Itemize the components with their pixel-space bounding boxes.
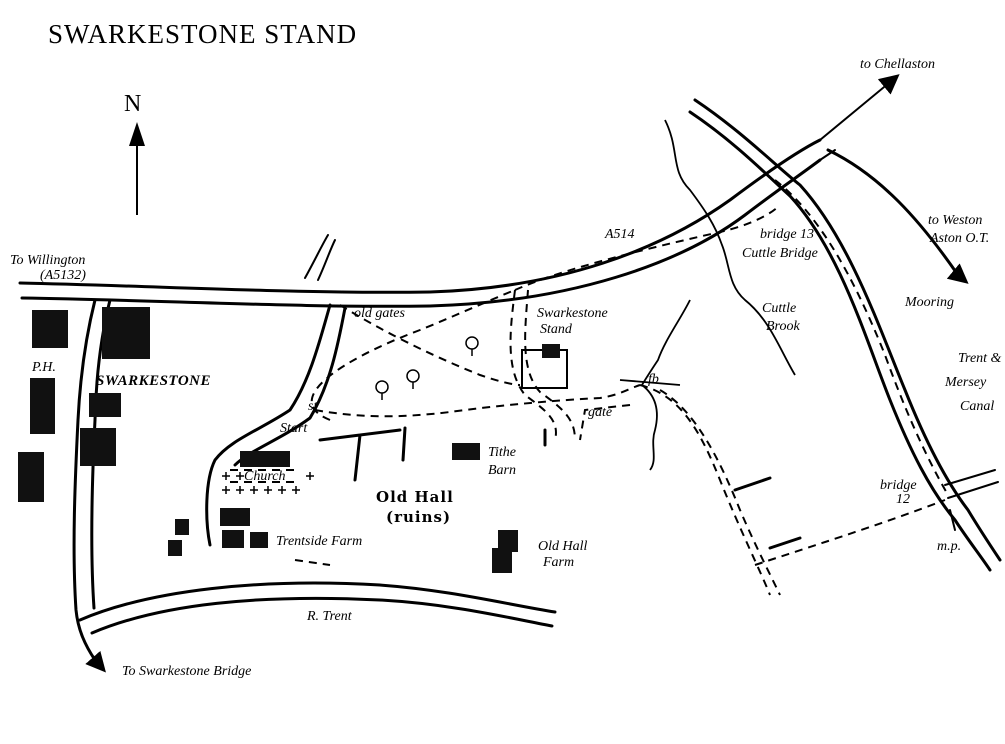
bridge12-label: bridge: [880, 478, 917, 493]
fb-label: fb: [648, 372, 659, 387]
old-hall-walls: [318, 426, 547, 482]
old-hall-label: Old Hall: [376, 488, 454, 506]
mooring-label: Mooring: [904, 295, 954, 310]
start-label: Start: [280, 421, 308, 436]
ruins-label: (ruins): [386, 508, 451, 526]
weston-road: [826, 148, 969, 284]
buildings: [18, 307, 518, 573]
swarkestone-stand-building: [521, 344, 568, 389]
to-swarkestone-bridge-label: To Swarkestone Bridge: [122, 664, 251, 679]
to-willington-label: To Willington: [10, 253, 85, 268]
village-road: [72, 298, 112, 673]
church-lane: [205, 234, 347, 547]
trent-mersey-label-3: Canal: [960, 399, 994, 414]
st-label: st: [308, 399, 318, 414]
a514-road: [18, 74, 900, 308]
barn-label: Barn: [488, 463, 516, 478]
north-arrow-icon: [129, 122, 145, 215]
to-weston-label: to Weston: [928, 213, 982, 228]
old-hall-farm-label-1: Old Hall: [538, 539, 588, 554]
tree-icon: [375, 336, 479, 400]
gate-label: gate: [588, 405, 612, 420]
cuttle-brook: [619, 119, 796, 471]
aston-ot-label: Aston O.T.: [929, 231, 989, 246]
footpaths: [230, 204, 946, 596]
old-hall-farm-label-2: Farm: [542, 555, 574, 570]
trent-mersey-label-2: Mersey: [944, 375, 987, 390]
tithe-label: Tithe: [488, 445, 516, 460]
bridge12-number-label: 12: [896, 492, 910, 507]
r-trent-label: R. Trent: [306, 609, 353, 624]
cuttle-bridge-label: Cuttle Bridge: [742, 246, 818, 261]
trent-mersey-label-1: Trent &: [958, 351, 1002, 366]
trentside-farm-label: Trentside Farm: [276, 534, 362, 549]
swarkestone-stand-label-1: Swarkestone: [537, 306, 608, 321]
trent-mersey-canal: [688, 98, 1002, 572]
a514-label: A514: [604, 227, 635, 242]
map-title: SWARKESTONE STAND: [48, 19, 357, 49]
misc-marks: [294, 469, 999, 566]
to-chellaston-label: to Chellaston: [860, 57, 935, 72]
cuttle-label: Cuttle: [762, 301, 796, 316]
ph-label: P.H.: [31, 360, 56, 375]
brook-label: Brook: [766, 319, 800, 334]
old-gates-label: old gates: [354, 306, 405, 321]
bridge13-label: bridge 13: [760, 227, 814, 242]
swarkestone-village-label: SWARKESTONE: [96, 373, 211, 389]
a5132-label: (A5132): [40, 268, 86, 283]
swarkestone-stand-label-2: Stand: [540, 322, 573, 337]
mp-label: m.p.: [937, 539, 961, 554]
river-trent: [78, 581, 557, 635]
church-label: Church: [244, 469, 285, 484]
north-label: N: [124, 91, 141, 117]
churchyard-crosses: [222, 472, 314, 494]
